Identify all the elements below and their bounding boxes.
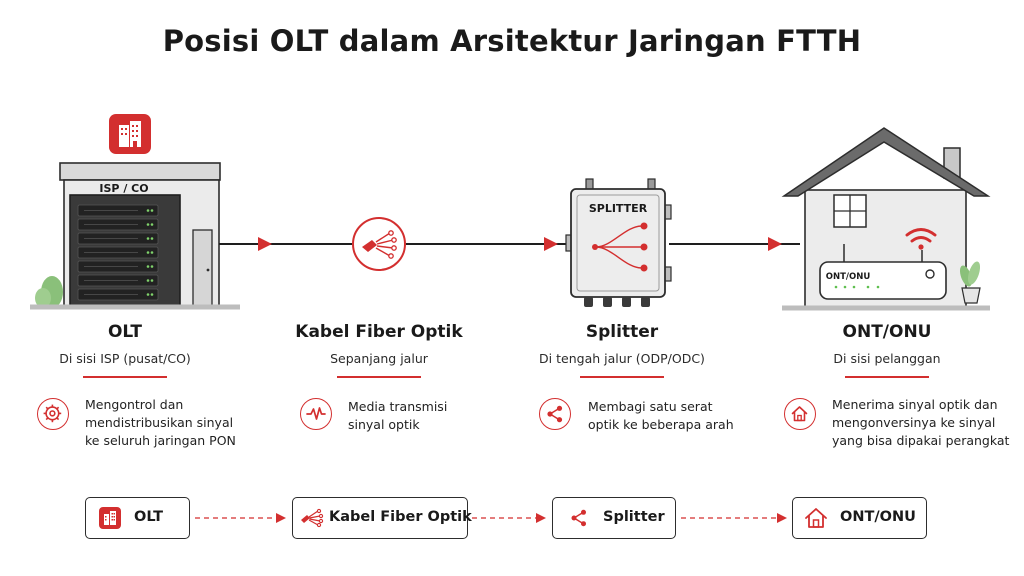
signal-wave-icon [300, 398, 332, 430]
fiber-cable-icon [352, 217, 406, 271]
home-icon [805, 508, 827, 528]
column-olt-description: Mengontrol dan mendistribusikan sinyal k… [85, 396, 236, 450]
ont-router [819, 244, 947, 300]
column-cable-desc-line: sinyal optik [348, 417, 420, 432]
flow-step-ont: ONT/ONU [792, 497, 927, 539]
page-title: Posisi OLT dalam Arsitektur Jaringan FTT… [162, 24, 862, 58]
column-cable-title: Kabel Fiber Optik [295, 322, 463, 342]
shrub-left [35, 276, 63, 308]
illustration-scene: ISP / CO SPLITTER ONT/ONU [30, 114, 991, 311]
building-label: ISP / CO [99, 182, 148, 195]
router-label: ONT/ONU [826, 272, 871, 282]
fiber-cable-icon [301, 508, 324, 528]
column-ont-desc-line: mengonversinya ke sinyal [832, 415, 996, 430]
gear-icon [37, 398, 69, 430]
potted-plant [959, 261, 981, 304]
column-splitter-title: Splitter [585, 322, 659, 342]
flow-step-label: Kabel Fiber Optik [329, 509, 472, 525]
building-icon [99, 507, 121, 529]
splitter-label: SPLITTER [589, 202, 648, 215]
flow-step-splitter: Splitter [552, 497, 676, 539]
customer-house [781, 127, 991, 311]
flow-step-label: OLT [134, 509, 164, 525]
column-ont-subtitle: Di sisi pelanggan [833, 351, 941, 366]
column-splitter-underline [580, 376, 664, 378]
column-olt-underline [83, 376, 167, 378]
column-olt-desc-line: Mengontrol dan [85, 397, 184, 412]
column-olt-desc-line: ke seluruh jaringan PON [85, 433, 236, 448]
flow-step-label: Splitter [603, 509, 665, 525]
flow-step-label: ONT/ONU [840, 509, 916, 525]
building-badge-icon [109, 114, 151, 154]
column-olt-subtitle: Di sisi ISP (pusat/CO) [59, 351, 191, 366]
column-cable-underline [337, 376, 421, 378]
share-icon [571, 509, 586, 527]
column-cable-subtitle: Sepanjang jalur [330, 351, 428, 366]
column-ont-description: Menerima sinyal optik dan mengonversinya… [832, 396, 1009, 450]
share-icon [539, 398, 571, 430]
server-rack [77, 204, 159, 301]
column-olt-desc-line: mendistribusikan sinyal [85, 415, 234, 430]
column-cable-desc-line: Media transmisi [348, 399, 448, 414]
fiber-line [219, 237, 800, 251]
flow-step-cable: Kabel Fiber Optik [292, 497, 472, 539]
isp-building [30, 114, 240, 310]
flow-step-olt: OLT [85, 497, 190, 539]
home-icon [784, 398, 816, 430]
column-cable-description: Media transmisi sinyal optik [348, 398, 447, 434]
column-splitter-subtitle: Di tengah jalur (ODP/ODC) [539, 351, 705, 366]
column-splitter-desc-line: optik ke beberapa arah [588, 417, 734, 432]
splitter-box [565, 178, 672, 307]
house-window [833, 194, 867, 228]
column-olt-title: OLT [107, 322, 143, 342]
wifi-icon [905, 228, 937, 243]
column-splitter-desc-line: Membagi satu serat [588, 399, 713, 414]
column-ont-underline [845, 376, 929, 378]
column-splitter-description: Membagi satu serat optik ke beberapa ara… [588, 398, 734, 434]
column-ont-desc-line: yang bisa dipakai perangkat [832, 433, 1010, 448]
column-ont-title: ONT/ONU [842, 322, 932, 342]
column-ont-desc-line: Menerima sinyal optik dan [832, 397, 998, 412]
